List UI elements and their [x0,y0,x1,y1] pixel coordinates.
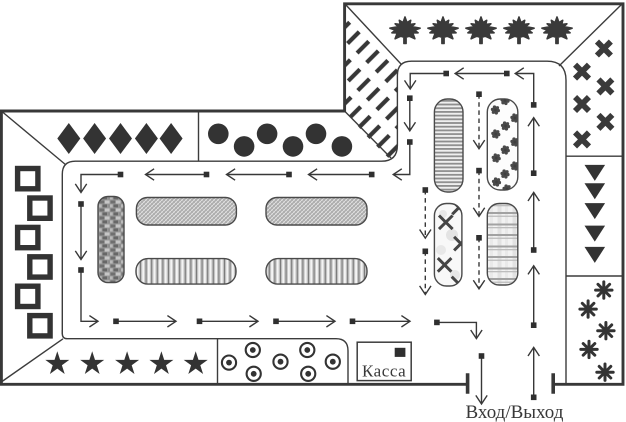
svg-text:Вход/Выход: Вход/Выход [466,402,564,422]
svg-text:Касса: Касса [362,361,406,380]
